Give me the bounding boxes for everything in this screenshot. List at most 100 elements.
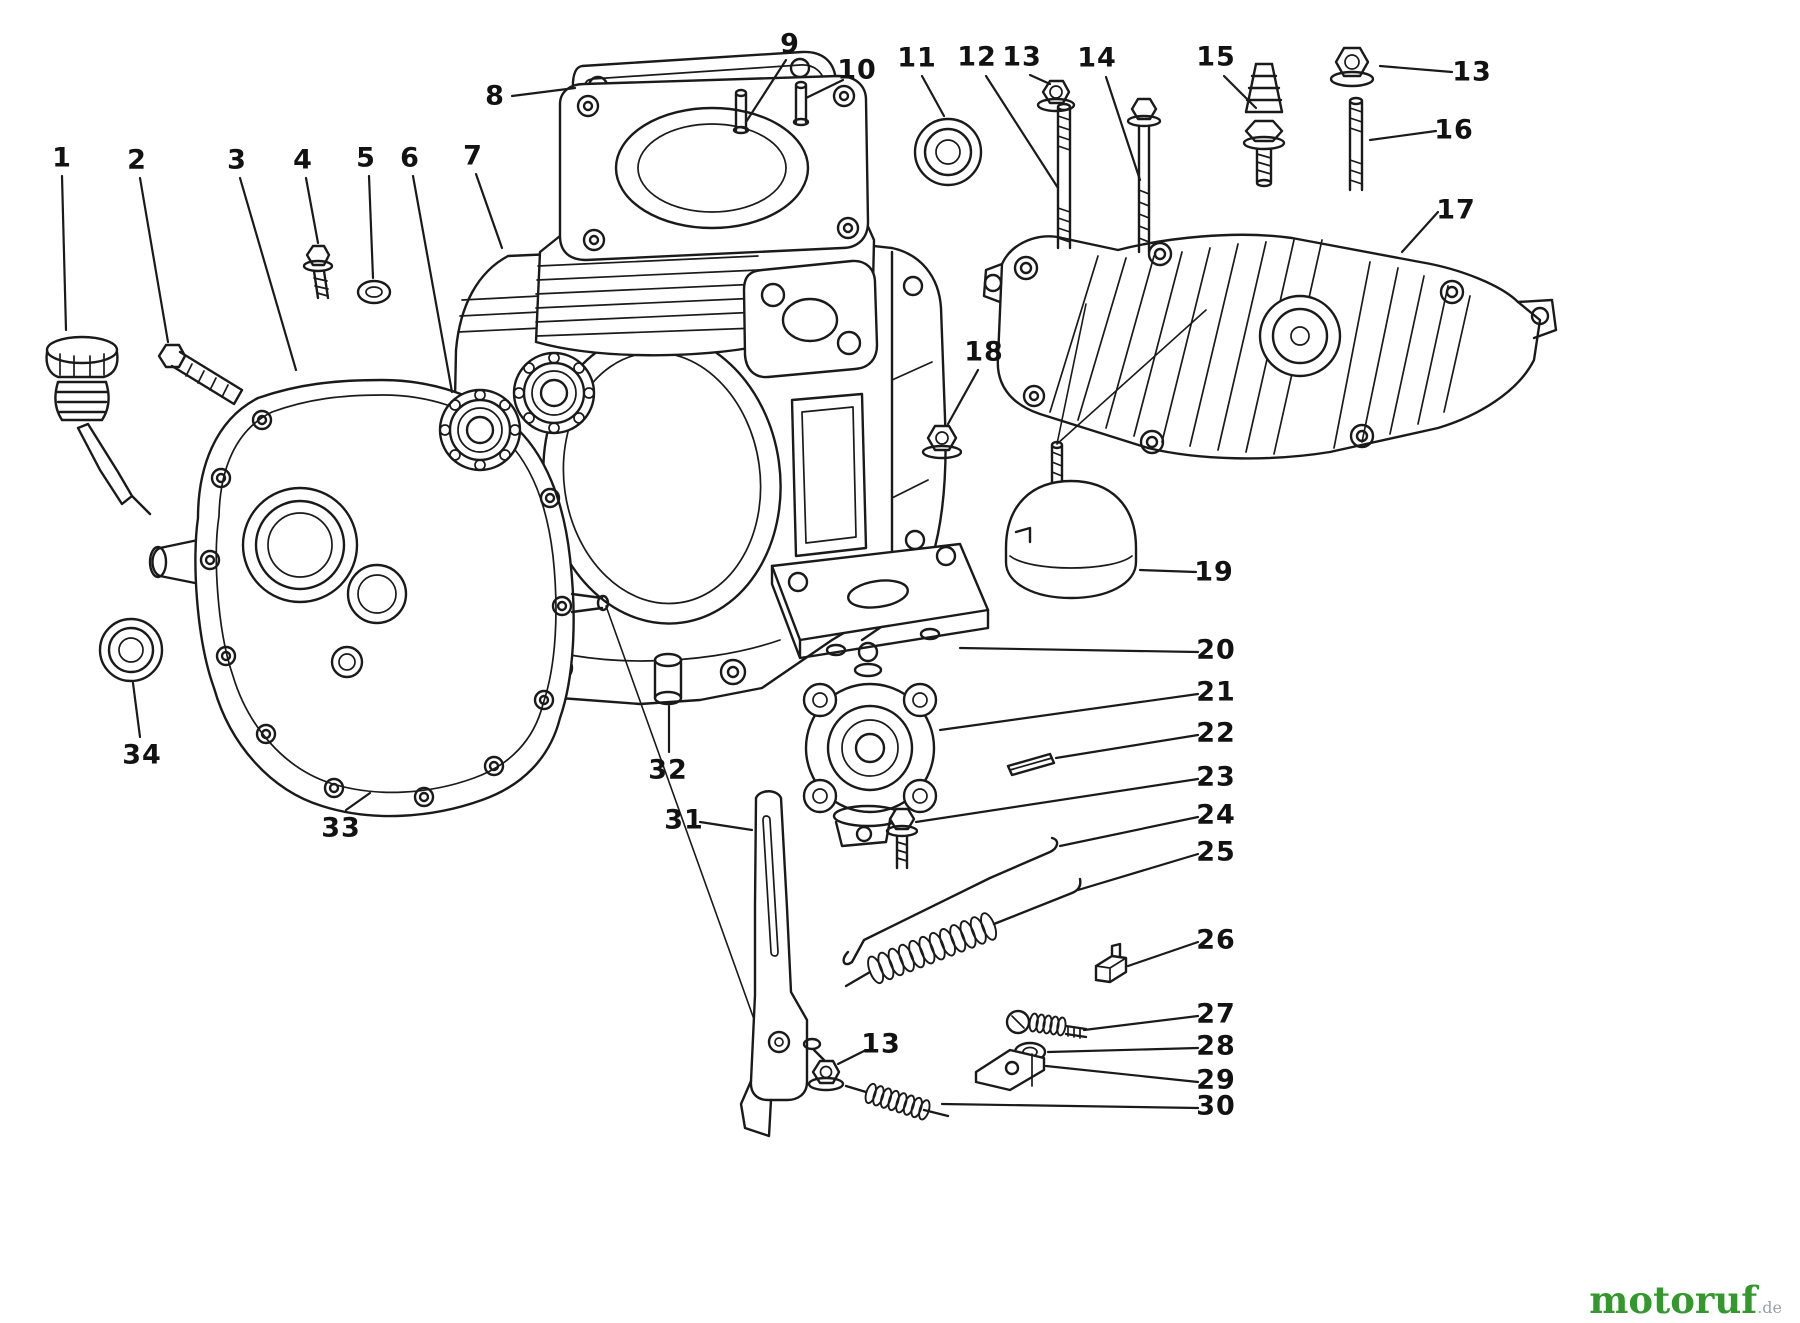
screw-4 (302, 244, 334, 300)
intake-flange (742, 259, 879, 379)
part-callout-16: 16 (1434, 114, 1474, 146)
part-callout-32: 32 (648, 754, 688, 786)
oil-seal-34 (98, 617, 164, 683)
part-callout-19: 19 (1194, 556, 1234, 588)
part-callout-5: 5 (356, 142, 376, 174)
leader-line-11 (920, 74, 946, 118)
ball-bearings (438, 351, 596, 472)
part-callout-10: 10 (837, 54, 877, 86)
washer-5 (356, 279, 392, 305)
oil-fill-plug (45, 335, 152, 516)
part-callout-14: 14 (1077, 42, 1117, 74)
leader-line-29 (1044, 1064, 1200, 1084)
part-callout-3: 3 (227, 144, 247, 176)
leader-line-28 (1046, 1046, 1200, 1054)
governor-spring (844, 877, 1082, 988)
leader-line-22 (1054, 733, 1200, 760)
stud-16 (1348, 96, 1364, 192)
leader-line-8 (510, 86, 577, 98)
leader-line-17 (1400, 210, 1440, 254)
leader-line-12 (984, 74, 1060, 190)
part-callout-29: 29 (1196, 1064, 1236, 1096)
carburetor-assembly (802, 641, 938, 848)
screw-27 (1005, 1009, 1088, 1039)
part-callout-30: 30 (1196, 1090, 1236, 1122)
pin-22 (1006, 752, 1056, 777)
bracket-29 (974, 1048, 1046, 1092)
part-callout-17: 17 (1436, 194, 1476, 226)
leader-line-10 (804, 78, 845, 100)
part-callout-25: 25 (1196, 836, 1236, 868)
cylinder-block (534, 74, 876, 357)
clip-26 (1094, 942, 1128, 984)
leader-line-15 (1222, 74, 1258, 110)
part-callout-13: 13 (1002, 41, 1042, 73)
leader-line-6 (411, 174, 454, 394)
governor-cup (1004, 303, 1207, 600)
part-callout-21: 21 (1196, 676, 1236, 708)
part-callout-4: 4 (293, 144, 313, 176)
leader-line-23 (914, 777, 1200, 824)
part-callout-6: 6 (400, 142, 420, 174)
part-callout-7: 7 (463, 140, 483, 172)
motoruf-logo[interactable]: motoruf.de (1589, 1282, 1782, 1319)
crankcase-cover (148, 378, 610, 818)
part-callout-11: 11 (897, 42, 937, 74)
leader-line-21 (938, 692, 1200, 732)
reference-line (605, 605, 761, 1037)
leader-line-7 (474, 172, 504, 250)
leader-line-14 (1104, 75, 1142, 182)
flange-nut-13-right (1329, 46, 1375, 88)
base-plate (770, 542, 990, 660)
spacer-32 (653, 652, 683, 706)
leader-line-1 (60, 174, 68, 332)
leader-line-4 (304, 176, 320, 245)
part-callout-15: 15 (1196, 41, 1236, 73)
leader-line-24 (1058, 815, 1200, 848)
part-callout-13: 13 (1452, 56, 1492, 88)
part-callout-20: 20 (1196, 634, 1236, 666)
part-callout-1: 1 (52, 142, 72, 174)
leader-line-19 (1138, 568, 1198, 574)
stud-12 (1056, 102, 1072, 250)
spring-30 (844, 1082, 950, 1121)
flange-screw-13-top (1036, 79, 1076, 113)
part-callout-28: 28 (1196, 1030, 1236, 1062)
leader-line-5 (367, 174, 375, 280)
leader-line-3 (238, 176, 298, 372)
oil-seal-11 (913, 117, 983, 187)
leader-line-27 (1082, 1014, 1200, 1032)
flange-nut-18 (921, 424, 963, 460)
part-callout-2: 2 (127, 144, 147, 176)
leader-line-16 (1368, 129, 1438, 142)
motoruf-logo-text: motoruf (1589, 1278, 1758, 1322)
leader-line-18 (946, 368, 980, 426)
bolt-14 (1126, 97, 1162, 254)
part-callout-12: 12 (957, 41, 997, 73)
part-callout-24: 24 (1196, 799, 1236, 831)
leader-line-13 (1028, 73, 1052, 86)
leader-line-13 (836, 1048, 868, 1066)
governor-lever (739, 790, 826, 1138)
part-callout-27: 27 (1196, 998, 1236, 1030)
leader-line-31 (698, 820, 754, 832)
governor-rod (842, 836, 1059, 966)
motoruf-logo-suffix: .de (1757, 1298, 1782, 1317)
leader-line-33 (344, 791, 372, 812)
part-callout-31: 31 (664, 804, 704, 836)
hex-bolt-2 (157, 343, 244, 406)
screw-23 (885, 807, 919, 870)
cylinder-head (982, 233, 1558, 460)
leader-line-34 (131, 681, 142, 739)
part-callout-8: 8 (485, 80, 505, 112)
leader-line-26 (1126, 940, 1200, 968)
part-callout-23: 23 (1196, 761, 1236, 793)
leader-line-20 (958, 646, 1200, 654)
leader-line-13 (1378, 64, 1454, 74)
part-callout-34: 34 (122, 739, 162, 771)
flange-nut-13-bottom (807, 1059, 845, 1092)
part-callout-9: 9 (780, 28, 800, 60)
